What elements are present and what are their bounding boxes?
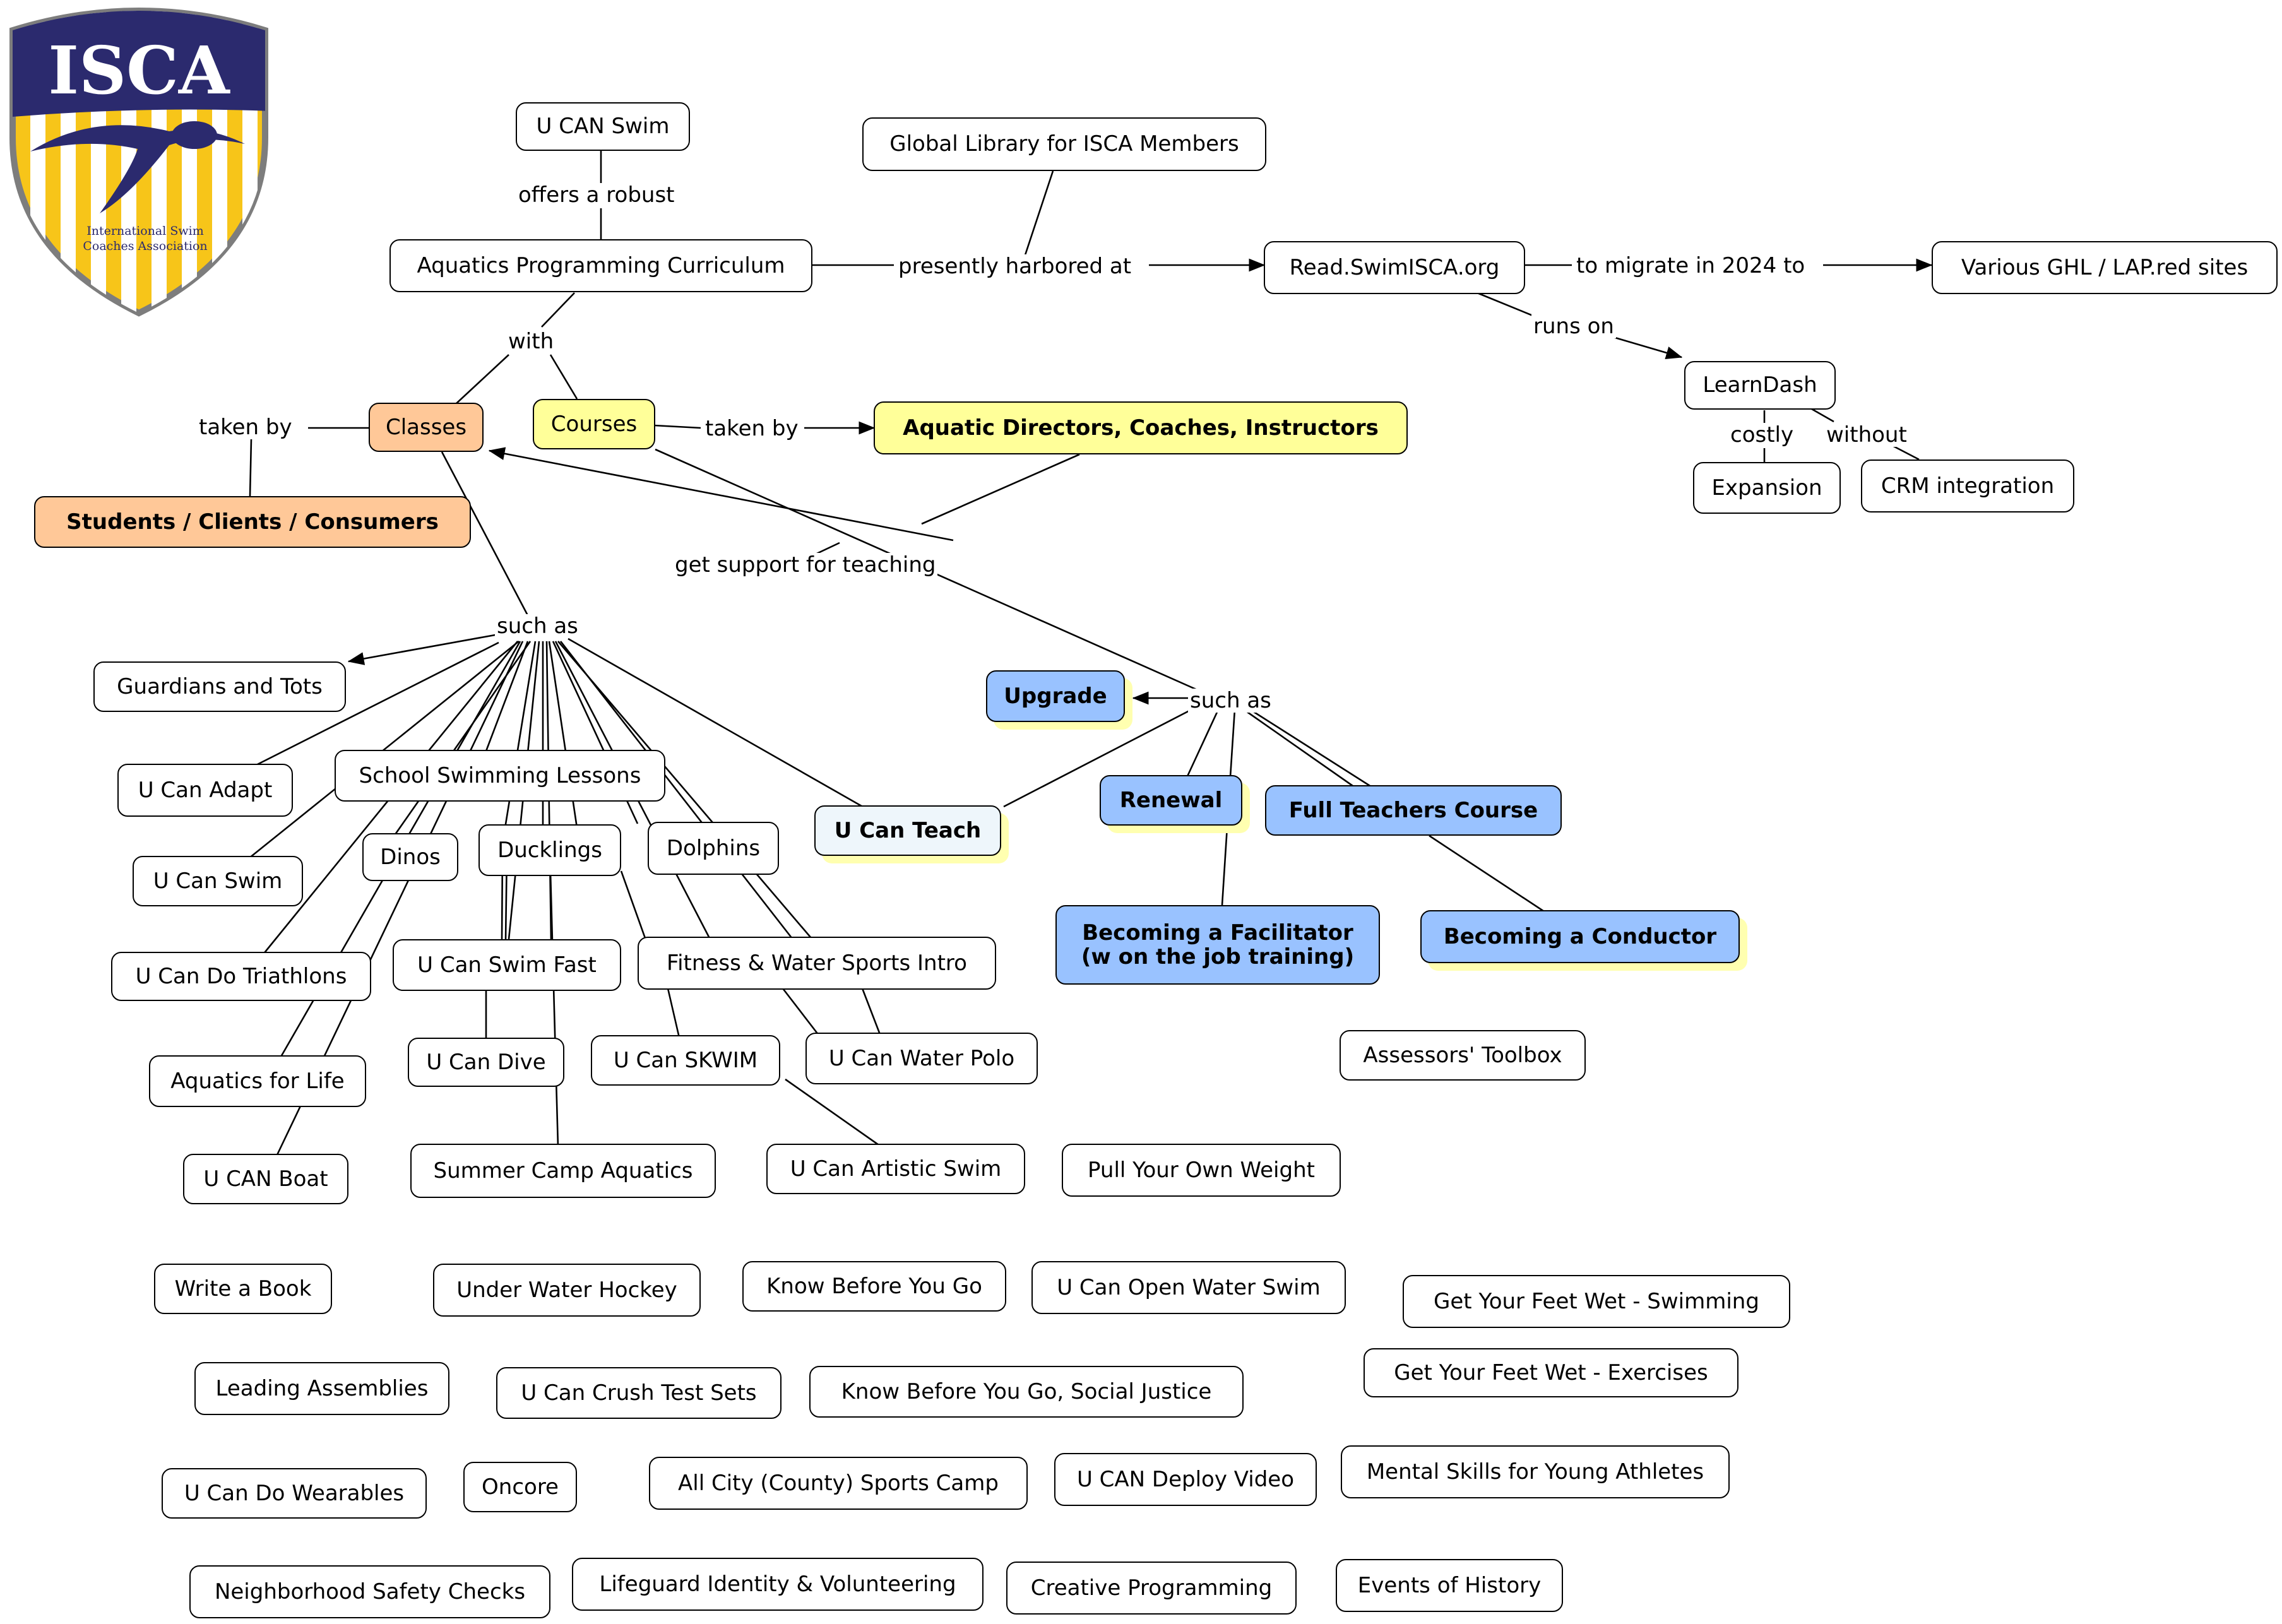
node-becoming-a-facilitator: Becoming a Facilitator (w on the job tra… [1055,905,1380,985]
node-dolphins: Dolphins [648,822,779,875]
node-creative-programming: Creative Programming [1006,1562,1297,1615]
node-students-clients-consumers: Students / Clients / Consumers [34,496,471,548]
node-fitness-water-sports-intro: Fitness & Water Sports Intro [638,937,996,990]
node-lifeguard-identity: Lifeguard Identity & Volunteering [572,1558,984,1611]
node-pull-your-own-weight: Pull Your Own Weight [1062,1144,1341,1197]
logo-acronym: ISCA [48,32,230,109]
svg-text:International Swim: International Swim [86,224,203,238]
node-summer-camp-aquatics: Summer Camp Aquatics [410,1144,716,1198]
node-various-ghl-sites: Various GHL / LAP.red sites [1932,241,2278,294]
node-read-swimisca: Read.SwimISCA.org [1264,241,1525,294]
node-u-can-do-triathlons: U Can Do Triathlons [111,952,371,1001]
node-feet-wet-exercises: Get Your Feet Wet - Exercises [1364,1348,1738,1397]
node-u-can-swim: U Can Swim [133,856,303,906]
node-u-can-open-water-swim: U Can Open Water Swim [1031,1261,1346,1314]
isca-shield-icon: ISCA International Swim Coaches Associat… [9,8,268,317]
node-ducklings: Ducklings [478,824,621,876]
node-learndash: LearnDash [1684,361,1836,410]
link-to-migrate-in-2024: to migrate in 2024 to [1574,254,1807,278]
node-u-can-do-wearables: U Can Do Wearables [162,1468,427,1519]
node-leading-assemblies: Leading Assemblies [194,1362,449,1415]
node-aquatic-directors: Aquatic Directors, Coaches, Instructors [874,401,1408,454]
node-assessors-toolbox: Assessors' Toolbox [1340,1030,1586,1081]
node-u-can-dive: U Can Dive [408,1038,564,1087]
node-feet-wet-swimming: Get Your Feet Wet - Swimming [1403,1275,1790,1328]
node-aquatics-for-life: Aquatics for Life [149,1055,366,1107]
node-school-swimming-lessons: School Swimming Lessons [335,750,665,802]
node-u-can-crush-test-sets: U Can Crush Test Sets [496,1367,781,1419]
node-classes: Classes [369,403,484,452]
node-mental-skills: Mental Skills for Young Athletes [1341,1445,1730,1498]
node-expansion: Expansion [1693,462,1841,514]
link-taken-by-classes: taken by [197,415,294,439]
link-taken-by-courses: taken by [703,417,800,441]
node-oncore: Oncore [463,1462,577,1512]
node-renewal: Renewal [1100,775,1242,826]
node-aquatics-programming-curriculum: Aquatics Programming Curriculum [389,239,812,292]
node-know-before-you-go: Know Before You Go [742,1261,1006,1312]
node-know-before-social-justice: Know Before You Go, Social Justice [809,1366,1244,1418]
node-neighborhood-safety-checks: Neighborhood Safety Checks [189,1565,550,1618]
link-offers-a-robust: offers a robust [516,183,677,207]
node-full-teachers-course: Full Teachers Course [1265,785,1562,836]
link-costly: costly [1728,423,1796,447]
node-write-a-book: Write a Book [154,1264,332,1314]
link-runs-on: runs on [1531,314,1616,338]
node-becoming-a-conductor: Becoming a Conductor [1420,910,1740,963]
link-without: without [1824,423,1909,447]
node-u-can-skwim: U Can SKWIM [591,1035,780,1086]
node-upgrade: Upgrade [986,670,1125,722]
node-u-can-boat: U CAN Boat [183,1154,348,1204]
node-dinos: Dinos [362,833,458,881]
link-such-as-classes: such as [495,614,580,638]
node-u-can-swim-top: U CAN Swim [516,102,690,151]
node-events-of-history: Events of History [1336,1559,1563,1612]
link-such-as-courses: such as [1188,689,1273,713]
node-crm-integration: CRM integration [1861,459,2074,513]
node-u-can-artistic-swim: U Can Artistic Swim [766,1144,1025,1194]
link-with: with [506,329,556,353]
svg-text:Coaches Association: Coaches Association [83,239,207,253]
node-courses: Courses [533,399,655,449]
node-u-can-teach: U Can Teach [814,805,1001,856]
node-under-water-hockey: Under Water Hockey [433,1264,701,1317]
isca-logo: ISCA International Swim Coaches Associat… [5,5,273,318]
node-u-can-water-polo: U Can Water Polo [805,1033,1038,1084]
node-u-can-deploy-video: U CAN Deploy Video [1054,1453,1317,1506]
node-global-library: Global Library for ISCA Members [862,117,1266,171]
node-all-city-sports-camp: All City (County) Sports Camp [649,1457,1028,1510]
node-u-can-swim-fast: U Can Swim Fast [393,939,621,991]
link-presently-harbored-at: presently harbored at [896,254,1134,278]
node-u-can-adapt: U Can Adapt [117,764,293,817]
node-guardians-and-tots: Guardians and Tots [93,661,346,712]
link-get-support-for-teaching: get support for teaching [673,553,938,577]
